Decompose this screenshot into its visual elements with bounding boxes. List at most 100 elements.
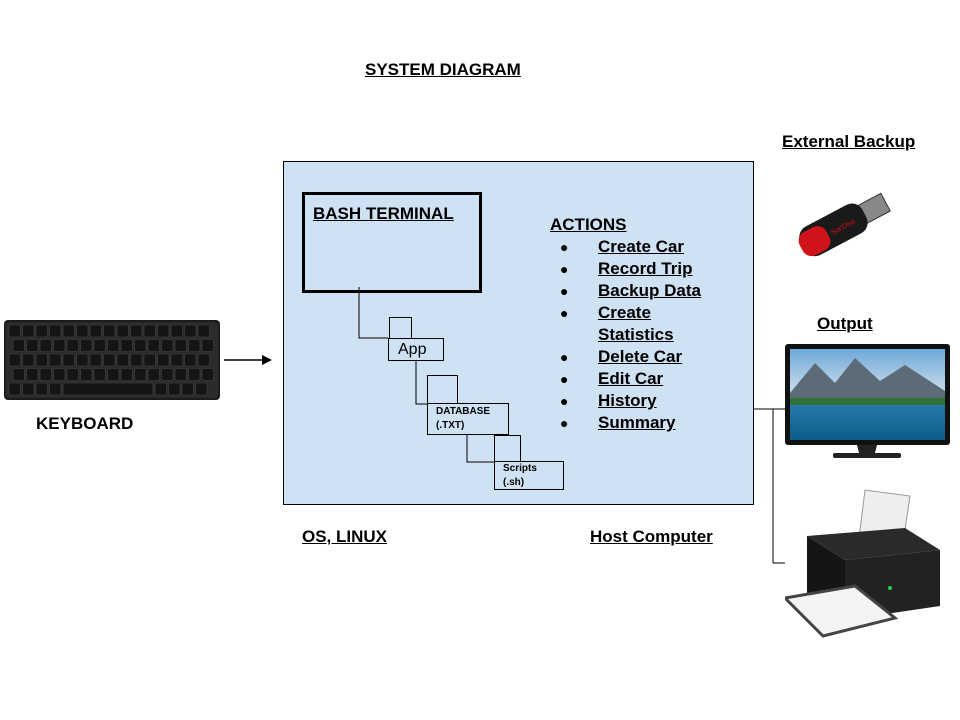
action-label: Delete Car [598,347,683,366]
bullet-icon: ● [560,415,569,431]
keyboard-key [157,324,170,338]
keyboard-key [161,368,174,381]
action-label: Record Trip [598,259,693,278]
scripts-tab [494,435,521,463]
keyboard-key [201,339,214,352]
keyboard-key [35,324,48,338]
scripts-label: Scripts (.sh) [503,463,537,488]
monitor-icon [785,344,950,458]
keyboard-icon [4,320,220,400]
keyboard-key [134,368,147,381]
keyboard-key [188,368,201,381]
actions-list: ●Create Car ●Record Trip ●Backup Data ●C… [560,236,728,434]
keyboard-key [168,382,181,396]
keyboard-key [12,339,25,352]
printer-icon [785,489,940,638]
action-label: Create Car [598,237,684,256]
keyboard-key [143,324,156,338]
keyboard-key [107,368,120,381]
keyboard-key [197,353,210,367]
keyboard-key [62,353,75,367]
keyboard-key [147,339,160,352]
bullet-icon: ● [560,393,569,409]
database-label: DATABASE (.TXT) [436,406,491,431]
scripts-node [494,461,564,490]
database-node [427,403,509,435]
action-label: Create Statistics [598,303,674,344]
keyboard-key [89,353,102,367]
keyboard-key [181,382,194,396]
keyboard-key [184,324,197,338]
keyboard-key [184,353,197,367]
keyboard-key [130,353,143,367]
action-label: Summary [598,413,676,432]
keyboard-key [170,324,183,338]
bullet-icon: ● [560,261,569,277]
list-item: ● Delete Car [560,346,728,368]
external-backup-label: External Backup [782,132,916,151]
bash-terminal-label: BASH TERMINAL [313,204,454,223]
action-label: Edit Car [598,369,664,388]
keyboard-key [76,353,89,367]
app-node [388,338,444,361]
keyboard-key [147,368,160,381]
keyboard-key [62,324,75,338]
list-item: ●Backup Data [560,280,728,302]
list-item: ● History [560,390,728,412]
action-label: Backup Data [598,281,701,300]
usb-drive-icon: SanDisk [798,192,891,257]
keyboard-key [174,368,187,381]
keyboard-key [80,339,93,352]
list-item: ● Create Statistics [560,302,728,346]
database-tab [427,375,458,405]
keyboard-key [26,339,39,352]
keyboard-key [66,339,79,352]
keyboard-key [53,339,66,352]
keyboard-key [134,339,147,352]
keyboard-key [66,368,79,381]
app-tab [389,317,412,340]
bullet-icon: ● [560,305,569,321]
keyboard-key [80,368,93,381]
keyboard-key [174,339,187,352]
keyboard-key [62,382,154,396]
keyboard-key [49,324,62,338]
keyboard-key [12,368,25,381]
keyboard-key [22,324,35,338]
keyboard-key [157,353,170,367]
keyboard-key [35,382,48,396]
keyboard-key [188,339,201,352]
keyboard-key [35,353,48,367]
actions-title: ACTIONS [550,215,627,234]
list-item: ● Summary [560,412,728,434]
keyboard-key [26,368,39,381]
keyboard-key [93,368,106,381]
keyboard-key [53,368,66,381]
keyboard-key [154,382,167,396]
keyboard-key [93,339,106,352]
keyboard-key [120,339,133,352]
keyboard-key [130,324,143,338]
keyboard-key [116,353,129,367]
action-label: History [598,391,657,410]
keyboard-key [201,368,214,381]
list-item: ● Create Car [560,236,728,258]
keyboard-key [22,353,35,367]
keyboard-key [39,339,52,352]
keyboard-key [143,353,156,367]
keyboard-key [116,324,129,338]
app-label: App [398,341,427,358]
bullet-icon: ● [560,349,569,365]
host-computer-label: Host Computer [590,527,713,546]
list-item: ● Record Trip [560,258,728,280]
keyboard-key [8,324,21,338]
keyboard-key [49,353,62,367]
bullet-icon: ● [560,239,569,255]
keyboard-key [8,353,21,367]
list-item: ● Edit Car [560,368,728,390]
keyboard-key [76,324,89,338]
bullet-icon: ● [560,371,569,387]
keyboard-key [197,324,210,338]
keyboard-key [107,339,120,352]
